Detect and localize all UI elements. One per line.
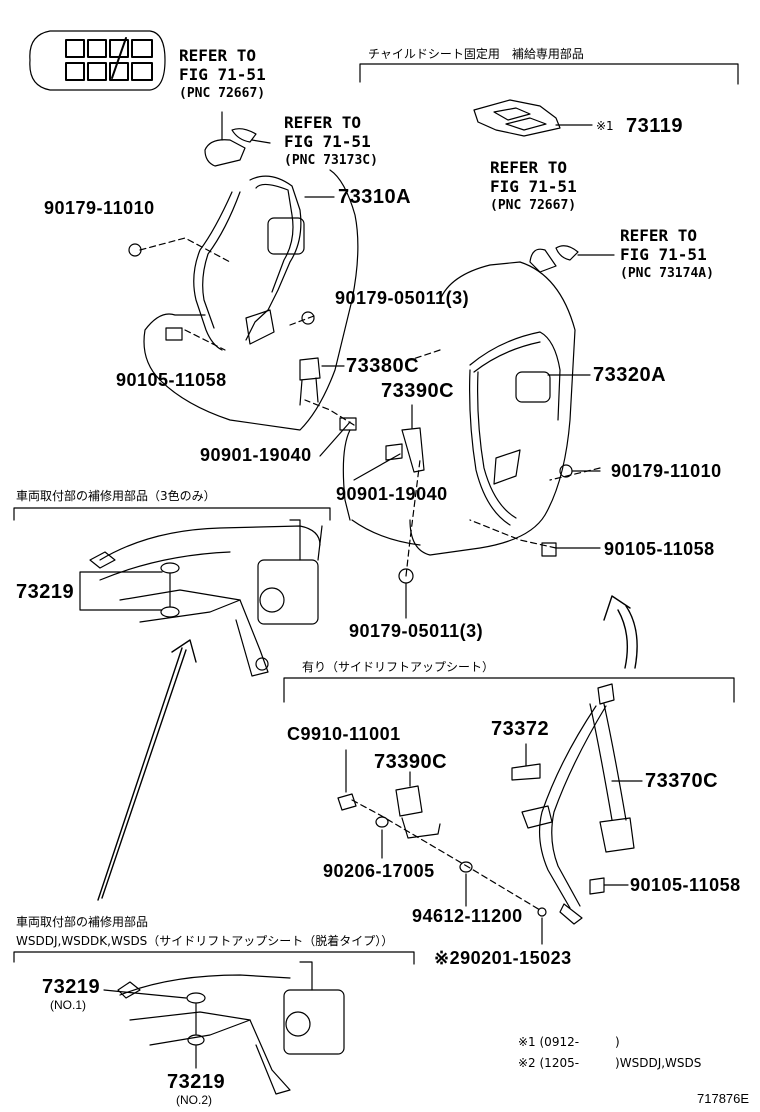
part-90901-19040-left: 90901-19040: [200, 445, 312, 465]
ref-pnc: (PNC 72667): [179, 86, 266, 101]
ref-block-3: REFER TO FIG 71-51 (PNC 72667): [490, 158, 577, 215]
footnote-1: ※1 (0912- ): [518, 1035, 620, 1049]
header-vehicle-mount: 車両取付部の補修用部品（3色のみ）: [16, 489, 216, 503]
vehicle-mount-assembly-2: [103, 961, 345, 1095]
footnote-2: ※2 (1205- )WSDDJ,WSDS: [518, 1056, 702, 1070]
ref-line: REFER TO: [179, 46, 257, 65]
vehicle-mount-assembly: [79, 519, 323, 677]
part-90105-11058-right: 90105-11058: [604, 539, 715, 559]
part-73372: 73372: [491, 718, 550, 740]
ref-line: REFER TO: [490, 158, 568, 177]
part-73390C-upper: 73390C: [381, 380, 455, 402]
part-94612-11200: 94612-11200: [412, 906, 523, 926]
part-73370C: 73370C: [645, 770, 719, 792]
header-child-seat: チャイルドシート固定用 補給専用部品: [368, 47, 584, 61]
part-73310A-belt: [193, 175, 335, 351]
part-90901-19040-right: 90901-19040: [336, 484, 448, 504]
part-90179-05011-upper: 90179-05011(3): [335, 288, 470, 308]
label-no1: (NO.1): [50, 998, 86, 1012]
part-90179-11010-right: 90179-11010: [611, 461, 722, 481]
part-73219-no1: 73219: [42, 976, 101, 998]
part-90105-11058-lower: 90105-11058: [630, 875, 741, 895]
arrow-up-left: [101, 639, 197, 899]
ref-line: REFER TO: [620, 226, 698, 245]
vehicle-mount-bracket: [13, 507, 331, 521]
part-73119-plate: [473, 99, 593, 137]
part-C9910-11001: C9910-11001: [287, 724, 401, 744]
part-73390C-lower: 73390C: [374, 751, 448, 773]
part-73320A-belt: [469, 331, 591, 526]
header-vehicle-mount-2-line2: WSDDJ,WSDDK,WSDS（サイドリフトアップシート（脱着タイプ））: [16, 934, 394, 948]
mark-1: ※1: [596, 119, 614, 133]
ref-pnc: (PNC 73174A): [620, 266, 714, 281]
part-73380C: 73380C: [346, 355, 420, 377]
label-no2: (NO.2): [176, 1093, 212, 1107]
ref-line: FIG 71-51: [490, 177, 577, 196]
ref-line: REFER TO: [284, 113, 362, 132]
ref-line: FIG 71-51: [620, 245, 707, 264]
child-seat-bracket: [359, 63, 739, 85]
ref-block-4: REFER TO FIG 71-51 (PNC 73174A): [620, 226, 714, 283]
side-lift-bracket: [283, 677, 735, 703]
part-73219-no2: 73219: [167, 1071, 226, 1093]
part-73219: 73219: [16, 581, 75, 603]
vehicle-location-icon: [29, 30, 166, 91]
header-vehicle-mount-2-line1: 車両取付部の補修用部品: [16, 915, 149, 929]
ref-pnc: (PNC 72667): [490, 198, 577, 213]
ref-line: FIG 71-51: [284, 132, 371, 151]
part-73320A: 73320A: [593, 364, 667, 386]
part-90179-11010-left: 90179-11010: [44, 198, 155, 218]
ref-block-1: REFER TO FIG 71-51 (PNC 72667): [179, 46, 266, 103]
part-73119: 73119: [626, 115, 684, 137]
header-side-lift: 有り（サイドリフトアップシート）: [302, 660, 495, 674]
part-73310A: 73310A: [338, 186, 412, 208]
part-90179-05011-lower: 90179-05011(3): [349, 621, 484, 641]
part-90206-17005: 90206-17005: [323, 861, 435, 881]
part-73370C-belt: [511, 683, 643, 925]
ref-line: FIG 71-51: [179, 65, 266, 84]
arrow-up-right: [603, 595, 631, 669]
ref-block-2: REFER TO FIG 71-51 (PNC 73173C): [284, 113, 378, 170]
ref-pnc: (PNC 73173C): [284, 153, 378, 168]
vehicle-mount2-bracket: [13, 951, 415, 965]
left-seat-outline: [143, 169, 359, 431]
part-90105-11058-left: 90105-11058: [116, 370, 227, 390]
part-90201-15023: ※290201-15023: [434, 948, 572, 968]
figure-code: 717876E: [697, 1091, 750, 1106]
right-seat-outline: [409, 261, 576, 556]
